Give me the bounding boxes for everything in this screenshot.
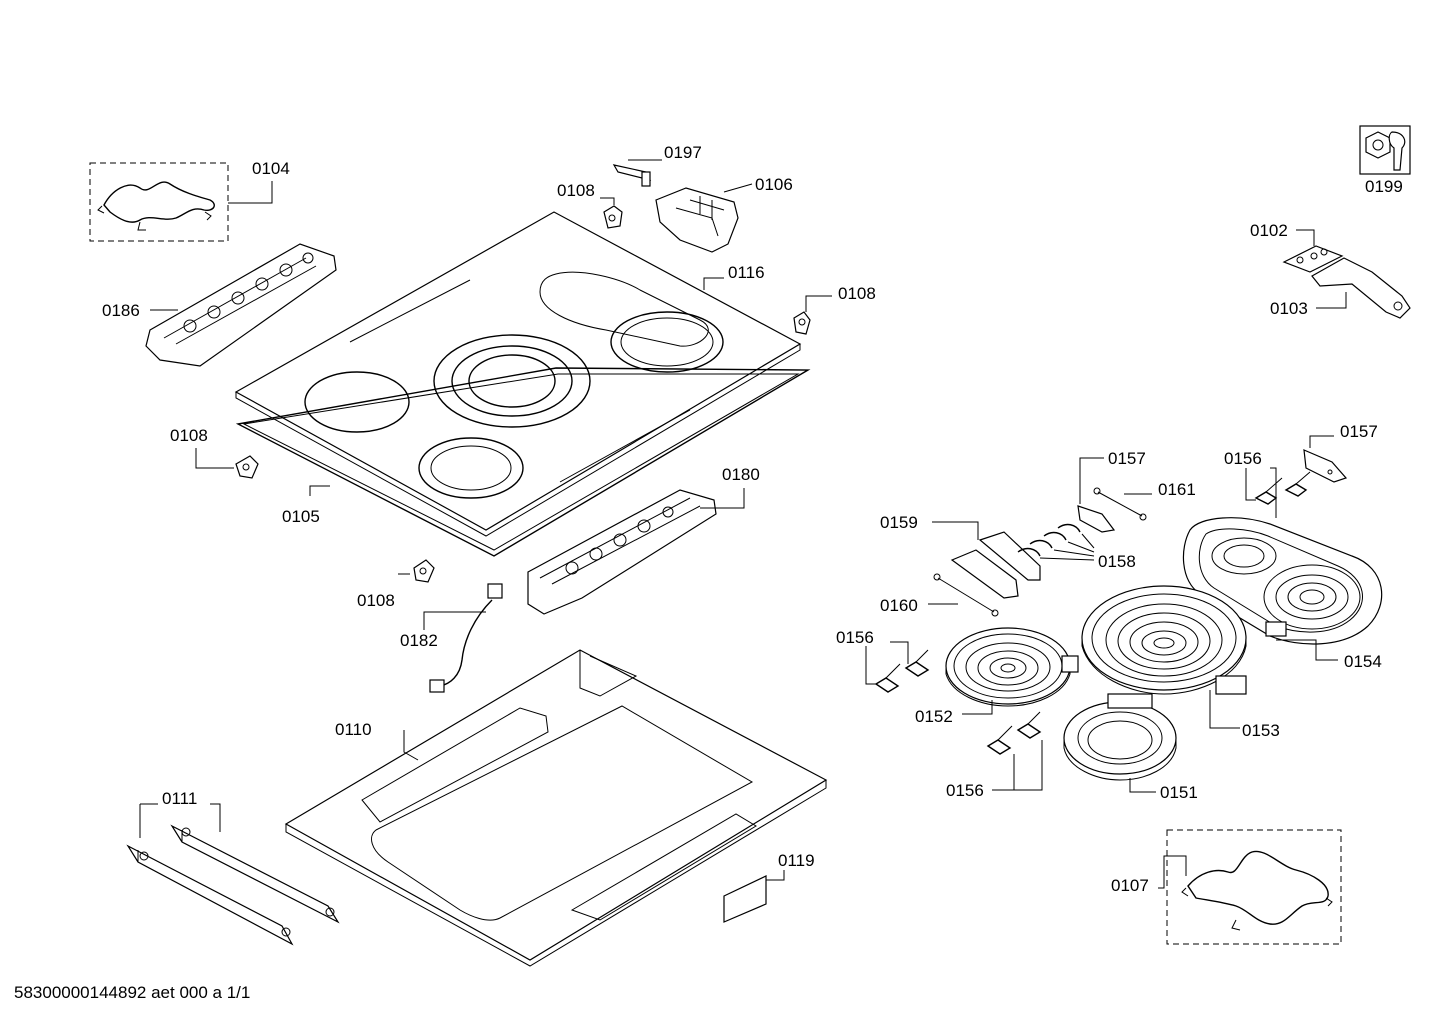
part-0102-plug-set <box>1282 245 1344 273</box>
label-0105: 0105 <box>282 507 320 526</box>
part-0182-cable <box>429 583 503 693</box>
part-0151-heater-ring <box>1063 693 1177 781</box>
label-0102: 0102 <box>1250 221 1288 240</box>
label-0199: 0199 <box>1365 177 1403 196</box>
part-0111-mounting-rails <box>126 824 340 946</box>
part-0157-clip-center <box>1077 505 1116 533</box>
label-0103: 0103 <box>1270 299 1308 318</box>
wrench-nut-icon <box>1359 125 1411 175</box>
part-0110-housing-tray <box>284 649 828 967</box>
label-0108-right: 0108 <box>838 284 876 303</box>
part-0153-triple-zone-heater <box>1081 585 1247 695</box>
label-0161: 0161 <box>1158 480 1196 499</box>
label-0110: 0110 <box>335 720 372 739</box>
label-0116: 0116 <box>728 263 765 282</box>
part-0156-clips-top <box>1254 471 1311 505</box>
label-0158: 0158 <box>1098 552 1136 571</box>
part-0119-rating-plate <box>723 875 767 923</box>
label-0108-top: 0108 <box>557 181 595 200</box>
part-0160-wire-spring <box>933 573 999 617</box>
label-0104: 0104 <box>252 159 290 178</box>
part-0186-control-module <box>145 243 337 367</box>
label-0108-left: 0108 <box>170 426 208 445</box>
label-0111: 0111 <box>162 789 197 808</box>
part-0108-clip-left <box>235 455 259 479</box>
part-0104-cable-harness <box>89 162 229 242</box>
label-0151: 0151 <box>1160 783 1198 802</box>
part-0107-cable-harness <box>1166 829 1342 945</box>
part-0108-clip-bottom <box>413 559 435 583</box>
part-0108-clip-right <box>793 311 811 335</box>
label-0180: 0180 <box>722 465 760 484</box>
part-0159-bracket <box>950 531 1041 599</box>
label-0160: 0160 <box>880 596 918 615</box>
label-0106: 0106 <box>755 175 793 194</box>
label-0152: 0152 <box>915 707 953 726</box>
label-0197: 0197 <box>664 143 702 162</box>
label-0156-bottom: 0156 <box>946 781 984 800</box>
part-0116-glass-ceramic-top <box>234 211 802 537</box>
label-0119: 0119 <box>778 851 815 870</box>
part-0108-clip-top <box>603 205 623 229</box>
label-0182: 0182 <box>400 631 438 650</box>
label-0154: 0154 <box>1344 652 1382 671</box>
label-0107: 0107 <box>1111 876 1149 895</box>
part-0156-clips-left <box>874 649 930 693</box>
label-0186: 0186 <box>102 301 140 320</box>
part-0197-bracket <box>612 164 652 187</box>
part-0161-wire-spring <box>1093 487 1147 521</box>
label-0157-right: 0157 <box>1340 422 1378 441</box>
part-0103-scraper-tool <box>1311 257 1411 319</box>
part-0180-control-module <box>527 489 717 615</box>
label-0156-left: 0156 <box>836 628 874 647</box>
part-0152-single-zone-heater <box>945 627 1079 707</box>
part-0156-clips-bottom <box>986 711 1042 755</box>
part-0105-seal-frame <box>235 367 811 557</box>
label-0157-center: 0157 <box>1108 449 1146 468</box>
part-0158-clips <box>1017 523 1081 557</box>
drawing-number: 58300000144892 aet 000 a 1/1 <box>14 983 250 1002</box>
part-0106-terminal-block <box>655 187 739 253</box>
part-0157-clip-right <box>1303 449 1348 483</box>
label-0153: 0153 <box>1242 721 1280 740</box>
label-0156-top: 0156 <box>1224 449 1262 468</box>
label-0108-bottom: 0108 <box>357 591 395 610</box>
label-0159: 0159 <box>880 513 918 532</box>
